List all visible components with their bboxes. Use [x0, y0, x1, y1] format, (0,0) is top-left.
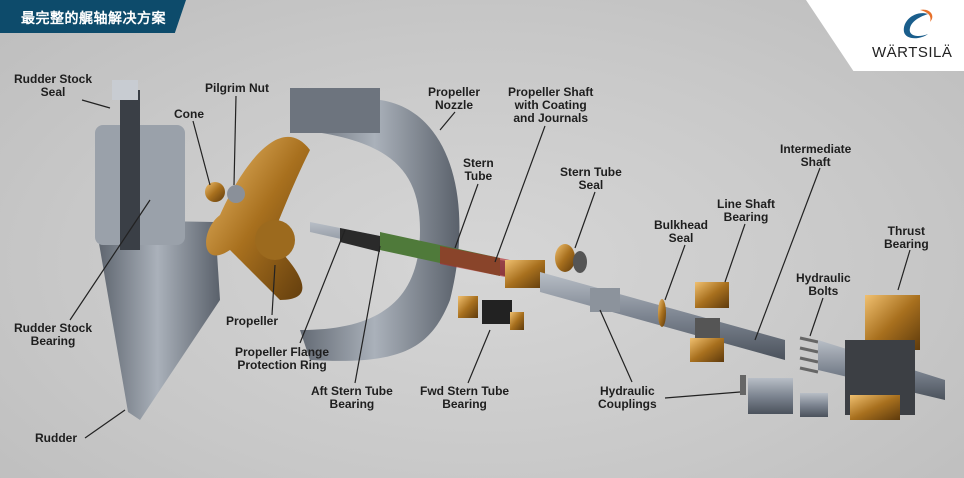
label-propeller-flange-ring: Propeller Flange Protection Ring	[235, 345, 330, 372]
hydraulic-couplings	[740, 375, 828, 417]
logo-swirl-icon	[903, 9, 933, 39]
label-stern-tube-seal: Stern Tube Seal	[560, 165, 622, 192]
thrust-bearing	[818, 295, 945, 420]
intermediate-shaft	[540, 272, 785, 360]
propeller	[206, 136, 310, 300]
label-cone: Cone	[174, 107, 204, 121]
fwd-stern-tube-bearing	[458, 296, 524, 330]
stern-tube-seal	[555, 244, 587, 273]
cone	[205, 182, 225, 202]
label-hydraulic-bolts: Hydraulic Bolts	[796, 271, 851, 298]
pilgrim-nut	[227, 185, 245, 203]
label-rudder-stock-bearing: Rudder Stock Bearing	[14, 321, 93, 348]
header-banner: 最完整的艉轴解决方案	[0, 0, 186, 33]
label-intermediate-shaft: Intermediate Shaft	[780, 142, 852, 169]
label-aft-stern-tube-bearing: Aft Stern Tube Bearing	[311, 384, 393, 411]
label-rudder-stock-seal: Rudder Stock Seal	[14, 72, 93, 99]
label-rudder: Rudder	[35, 431, 77, 445]
header-title: 最完整的艉轴解决方案	[21, 10, 166, 26]
line-shaft-bearing-lower	[690, 338, 724, 362]
label-line-shaft-bearing: Line Shaft Bearing	[717, 197, 776, 224]
label-fwd-stern-tube-bearing: Fwd Stern Tube Bearing	[420, 384, 510, 411]
label-pilgrim-nut: Pilgrim Nut	[205, 81, 270, 95]
label-propeller-nozzle: Propeller Nozzle	[428, 85, 481, 112]
label-propeller-shaft: Propeller Shaft with Coating and Journal…	[508, 85, 594, 125]
line-shaft-bearing	[695, 282, 729, 308]
leader-lines	[69, 95, 911, 439]
label-bulkhead-seal: Bulkhead Seal	[654, 218, 709, 245]
hydraulic-bolts	[799, 336, 819, 374]
propeller-nozzle	[290, 88, 460, 361]
label-propeller: Propeller	[226, 314, 279, 328]
rudder	[95, 80, 220, 420]
label-stern-tube: Stern Tube	[463, 156, 494, 183]
label-hydraulic-couplings: Hydraulic Couplings	[598, 384, 657, 411]
propeller-shaft	[310, 222, 545, 288]
logo-text: WÄRTSILÄ	[872, 44, 953, 61]
label-thrust-bearing: Thrust Bearing	[884, 224, 929, 251]
